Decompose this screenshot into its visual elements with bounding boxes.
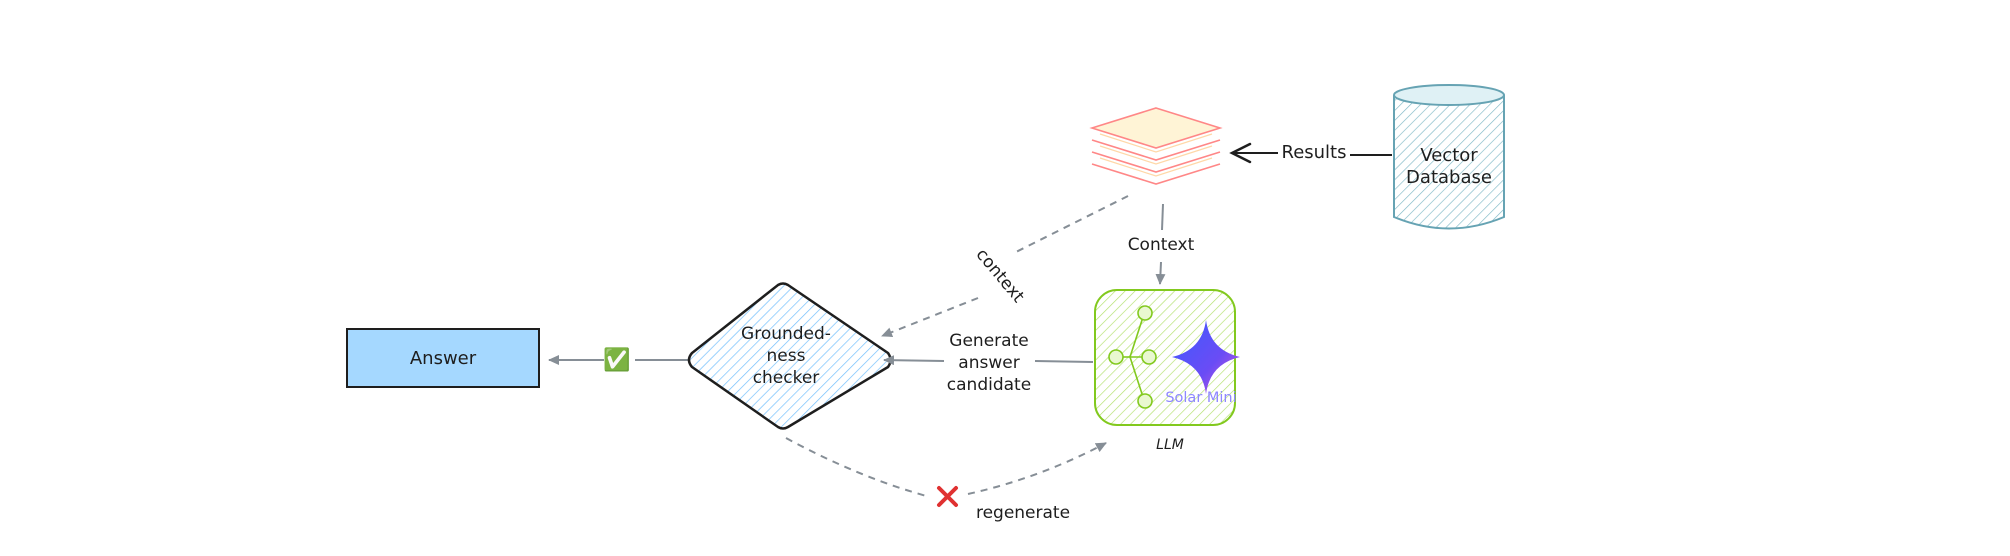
edge-results: Results [1229,142,1392,164]
tree-network-icon [1108,305,1157,409]
vector-database-node[interactable]: Vector Database [1393,84,1505,230]
check-icon: ✅ [603,347,630,373]
documents-stack-icon [1089,107,1223,185]
generate-label-line2: answer [958,353,1019,373]
edge-regenerate: regenerate [785,437,1107,523]
cross-icon [937,486,958,507]
generate-label-line3: candidate [947,375,1031,395]
answer-node[interactable]: Answer [346,328,540,388]
edge-context-down: Context [1128,203,1195,285]
vector-db-label-line2: Database [1406,167,1492,188]
groundedness-checker-node[interactable]: Grounded- ness checker [687,282,892,430]
results-label: Results [1282,142,1347,163]
edge-generate-candidate: Generate answer candidate [883,331,1094,395]
checker-label-line3: checker [753,368,820,388]
vector-db-label-line1: Vector [1420,145,1478,166]
answer-label: Answer [410,348,477,369]
llm-label: LLM [1156,437,1184,453]
generate-label-line1: Generate [949,331,1028,351]
context-diagonal-label: context [972,245,1029,307]
solar-mini-label: Solar Mini [1165,390,1236,406]
checker-label-line1: Grounded- [741,324,831,344]
solar-mini-star-icon [1172,320,1240,394]
checker-label-line2: ness [767,346,806,366]
regenerate-label: regenerate [976,503,1070,523]
edge-context-diagonal: context [881,195,1129,337]
context-down-label: Context [1128,235,1195,255]
llm-node[interactable]: Solar Mini [1094,289,1240,426]
